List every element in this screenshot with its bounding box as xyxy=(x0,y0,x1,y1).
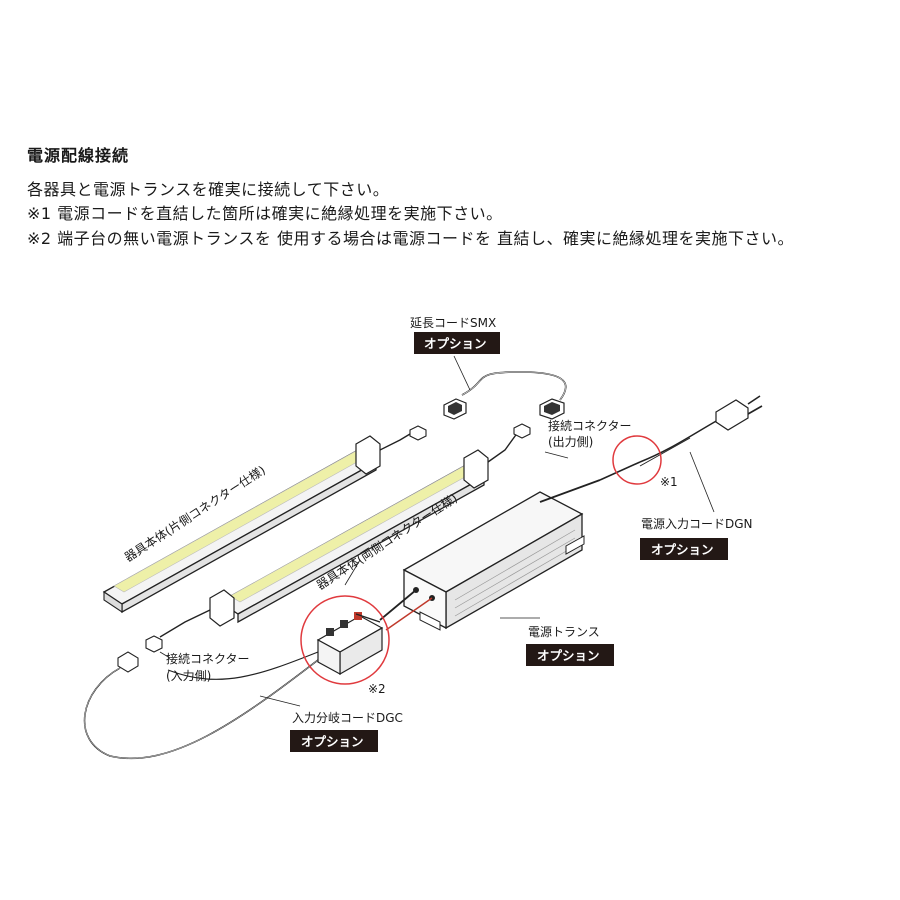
input-connector-cable xyxy=(83,651,319,760)
label-power-input-cord: 電源入力コードDGN xyxy=(641,517,753,531)
label-note-2: ※2 xyxy=(368,682,386,696)
label-connector-input: 接続コネクター xyxy=(166,651,250,666)
option-badge-power-input-text: オプション xyxy=(651,542,714,557)
label-connector-output-side: (出力側) xyxy=(548,435,593,449)
option-badge-power-input: オプション xyxy=(640,538,728,560)
label-extension-cord: 延長コードSMX xyxy=(410,316,496,330)
power-transformer xyxy=(379,461,641,631)
option-badge-extension: オプション xyxy=(414,332,500,354)
section-heading: 電源配線接続 xyxy=(27,146,130,165)
fixture-double-connector xyxy=(145,423,531,653)
instruction-line-1: 各器具と電源トランスを確実に接続して下さい。 xyxy=(27,180,390,199)
extension-plug-left xyxy=(443,398,467,420)
option-badge-branch-text: オプション xyxy=(301,734,364,749)
option-badge-extension-text: オプション xyxy=(424,336,487,351)
extension-plug-right xyxy=(539,398,565,420)
callout-circle-1 xyxy=(612,435,662,485)
terminal-block xyxy=(316,612,384,676)
option-badge-branch: オプション xyxy=(290,730,378,752)
label-transformer: 電源トランス xyxy=(528,625,600,639)
fixture-single-connector xyxy=(102,425,427,614)
instruction-line-3: ※2 端子台の無い電源トランスを 使用する場合は電源コードを 直結し、確実に絶縁… xyxy=(27,229,795,248)
instruction-line-2: ※1 電源コードを直結した箇所は確実に絶縁処理を実施下さい。 xyxy=(27,204,503,223)
label-connector-input-side: (入力側) xyxy=(166,669,211,683)
label-connector-output: 接続コネクター xyxy=(548,418,632,433)
power-input-cord xyxy=(639,395,763,467)
label-note-1: ※1 xyxy=(660,475,678,489)
callout-circle-2 xyxy=(300,595,390,685)
option-badge-transformer-text: オプション xyxy=(537,648,600,663)
leader-lines xyxy=(159,355,715,707)
option-badge-transformer: オプション xyxy=(526,644,614,666)
label-branch-cord: 入力分岐コードDGC xyxy=(292,711,403,725)
extension-cord xyxy=(443,371,567,420)
